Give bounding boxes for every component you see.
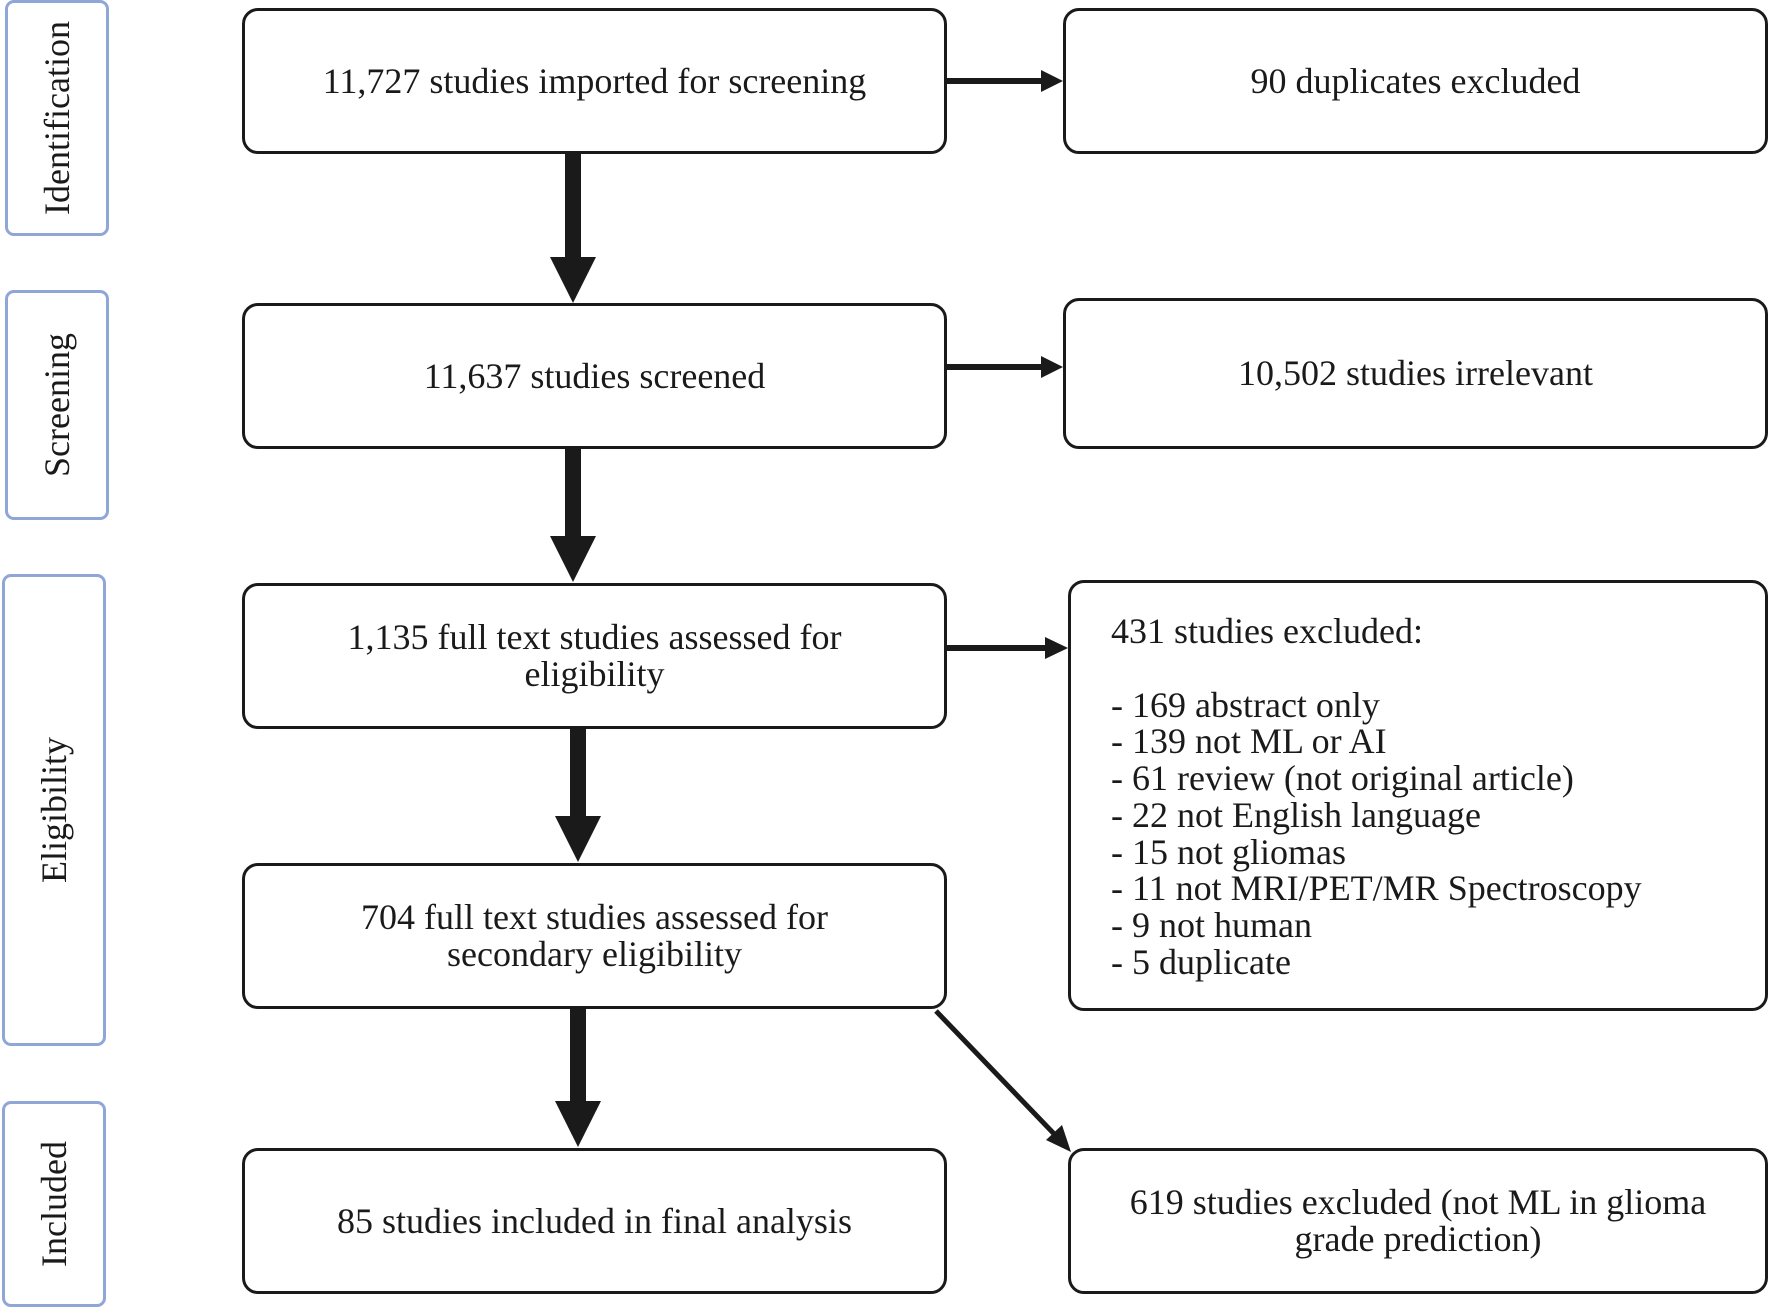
down-arrow-imported-to-screened (550, 154, 596, 303)
stage-screening: Screening (5, 290, 109, 520)
right-arrow-to-exclusion-reasons (947, 637, 1068, 659)
stage-included: Included (2, 1101, 106, 1307)
exclusion-reasons-list: 431 studies excluded: - 169 abstract onl… (1111, 613, 1642, 980)
exclusion-item: - 11 not MRI/PET/MR Spectroscopy (1111, 868, 1642, 909)
stage-identification: Identification (5, 0, 109, 236)
down-arrow-secondary-to-included (555, 1009, 601, 1147)
secondary-line-2: secondary eligibility (447, 934, 742, 974)
exclusion-item: - 61 review (not original article) (1111, 758, 1574, 799)
box-exclusion-reasons: 431 studies excluded: - 169 abstract onl… (1068, 580, 1768, 1011)
exclusion-item: - 5 duplicate (1111, 941, 1291, 982)
box-duplicates-excluded: 90 duplicates excluded (1063, 8, 1768, 154)
excluded-619-line-2: grade prediction) (1294, 1219, 1542, 1259)
box-studies-screened-text: 11,637 studies screened (423, 355, 766, 396)
box-secondary-eligibility: 704 full text studies assessed for secon… (242, 863, 947, 1009)
exclusion-item: - 9 not human (1111, 905, 1312, 946)
down-arrow-fulltext-to-secondary (555, 729, 601, 862)
stage-eligibility: Eligibility (2, 574, 106, 1046)
exclusion-item: - 15 not gliomas (1111, 831, 1346, 872)
exclusion-item: - 169 abstract only (1111, 684, 1380, 725)
exclusion-item: - 139 not ML or AI (1111, 721, 1387, 762)
box-excluded-619: 619 studies excluded (not ML in glioma g… (1068, 1148, 1768, 1294)
box-duplicates-excluded-text: 90 duplicates excluded (1250, 60, 1581, 101)
box-studies-screened: 11,637 studies screened (242, 303, 947, 449)
fulltext-line-2: eligibility (524, 654, 665, 694)
exclusion-reasons-title: 431 studies excluded: (1111, 611, 1423, 651)
box-studies-irrelevant-text: 10,502 studies irrelevant (1238, 353, 1593, 394)
right-arrow-to-duplicates (947, 70, 1063, 92)
excluded-619-line-1: 619 studies excluded (not ML in glioma (1129, 1182, 1707, 1223)
diagonal-arrow-to-excluded-619 (934, 1009, 1071, 1152)
fulltext-line-1: 1,135 full text studies assessed for (347, 617, 842, 658)
box-included-final: 85 studies included in final analysis (242, 1148, 947, 1294)
exclusion-item: - 22 not English language (1111, 794, 1481, 835)
box-secondary-eligibility-text: 704 full text studies assessed for secon… (361, 899, 828, 972)
secondary-line-1: 704 full text studies assessed for (361, 897, 828, 938)
down-arrow-screened-to-fulltext (550, 449, 596, 582)
box-included-final-text: 85 studies included in final analysis (337, 1200, 852, 1241)
box-studies-imported: 11,727 studies imported for screening (242, 8, 947, 154)
box-studies-irrelevant: 10,502 studies irrelevant (1063, 298, 1768, 449)
box-studies-imported-text: 11,727 studies imported for screening (322, 60, 867, 101)
box-fulltext-assessed-text: 1,135 full text studies assessed for eli… (348, 619, 842, 692)
box-fulltext-assessed: 1,135 full text studies assessed for eli… (242, 583, 947, 729)
box-excluded-619-text: 619 studies excluded (not ML in glioma g… (1130, 1184, 1707, 1257)
right-arrow-to-irrelevant (947, 356, 1063, 378)
